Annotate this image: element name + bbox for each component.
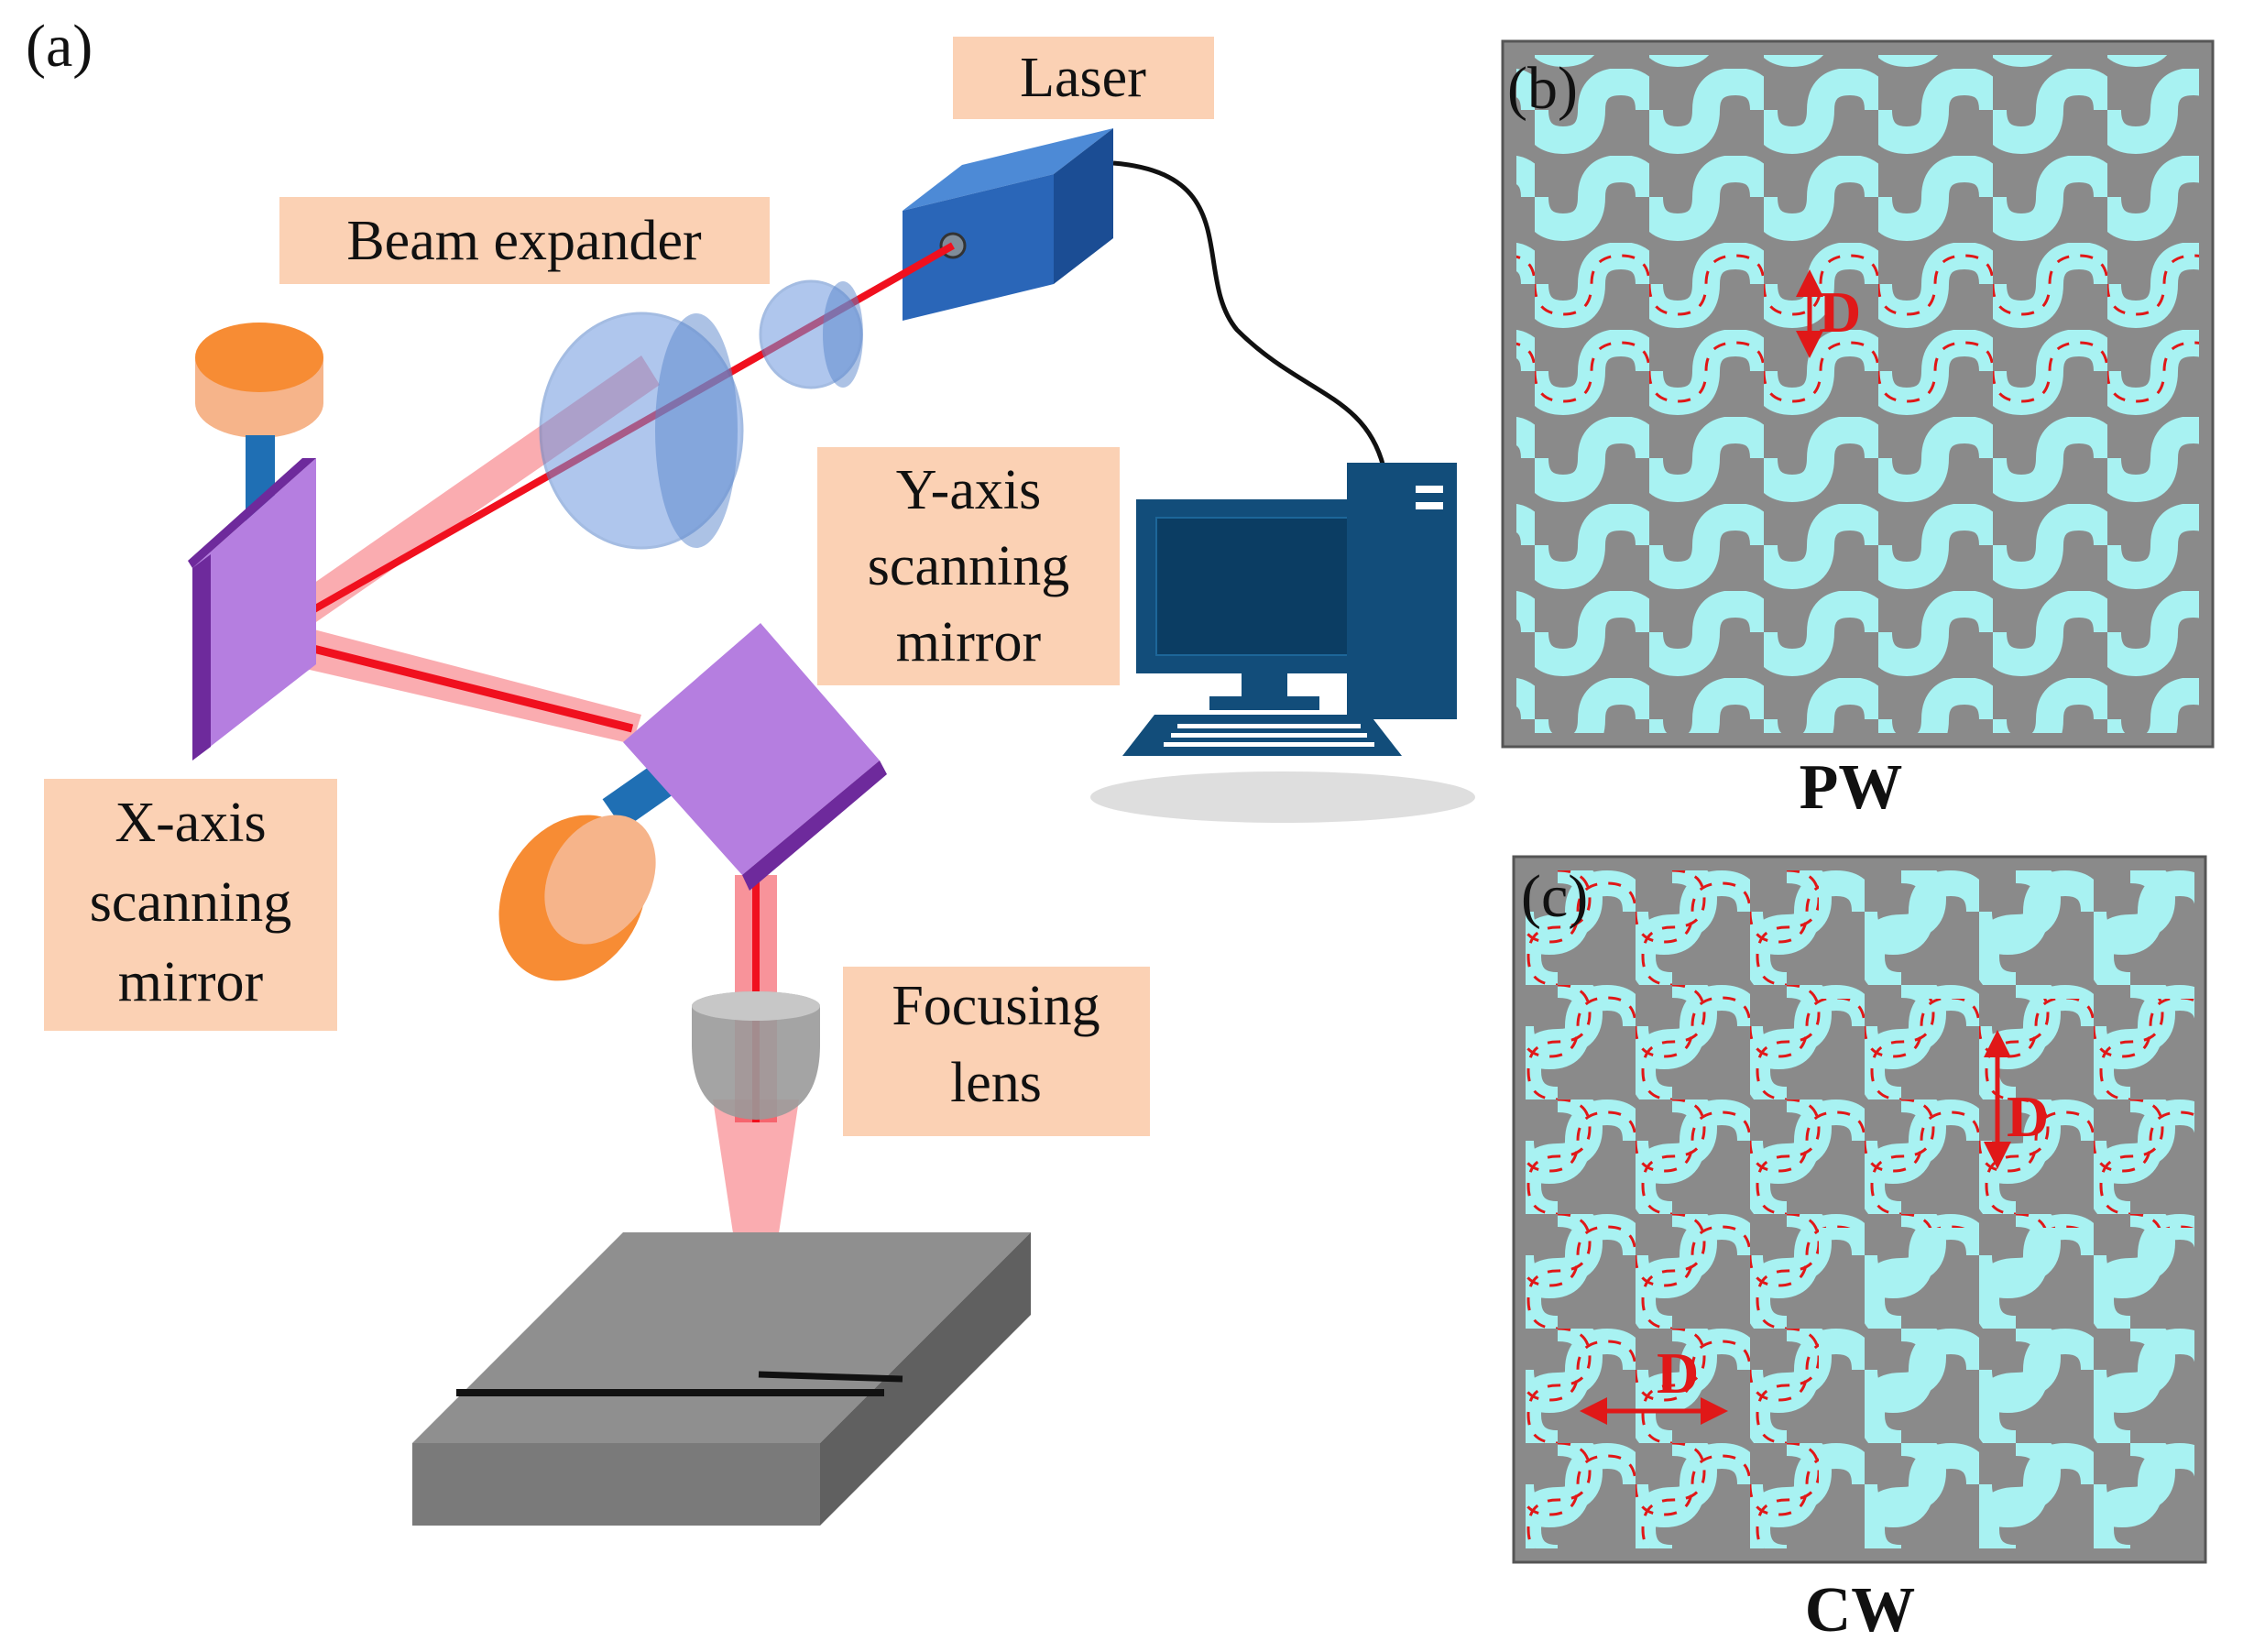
svg-text:Laser: Laser <box>1020 47 1146 109</box>
work-stage <box>412 1232 1031 1526</box>
panel-b-dimension-label: D <box>1819 279 1861 345</box>
svg-text:Beam expander: Beam expander <box>346 210 702 272</box>
computer-cable <box>1112 160 1386 468</box>
svg-text:lens: lens <box>950 1052 1042 1114</box>
panel-b-letter: (b) <box>1507 55 1578 122</box>
y-axis-mirror-assembly <box>498 623 887 981</box>
panel-c-dimension-label-1: D <box>2007 1084 2049 1149</box>
panel-b-pw-pattern <box>1501 39 2215 749</box>
computer <box>1090 463 1475 823</box>
panel-a-letter: (a) <box>26 13 93 80</box>
focusing-lens <box>692 991 820 1120</box>
x-axis-mirror-assembly <box>188 323 323 760</box>
label-beam-expander: Beam expander <box>279 197 770 284</box>
laser-unit <box>903 128 1113 321</box>
label-y-axis-mirror: Y-axis scanning mirror <box>817 447 1120 685</box>
beam-expander-lenses <box>539 279 863 550</box>
panel-c-caption: CW <box>1805 1575 1916 1646</box>
panel-c-cw-pattern <box>1512 855 2207 1564</box>
svg-text:X-axis: X-axis <box>115 792 266 854</box>
svg-text:mirror: mirror <box>118 951 264 1013</box>
svg-text:scanning: scanning <box>90 871 291 934</box>
panel-c-dimension-label-2: D <box>1657 1340 1699 1406</box>
svg-text:Focusing: Focusing <box>892 975 1100 1037</box>
svg-text:Y-axis: Y-axis <box>896 459 1041 521</box>
label-focusing-lens: Focusing lens <box>843 967 1150 1136</box>
svg-text:scanning: scanning <box>868 535 1069 597</box>
label-x-axis-mirror: X-axis scanning mirror <box>44 779 337 1031</box>
svg-text:mirror: mirror <box>896 611 1042 673</box>
panel-c-letter: (c) <box>1521 863 1588 930</box>
panel-b-caption: PW <box>1800 752 1903 823</box>
label-laser: Laser <box>953 37 1214 119</box>
